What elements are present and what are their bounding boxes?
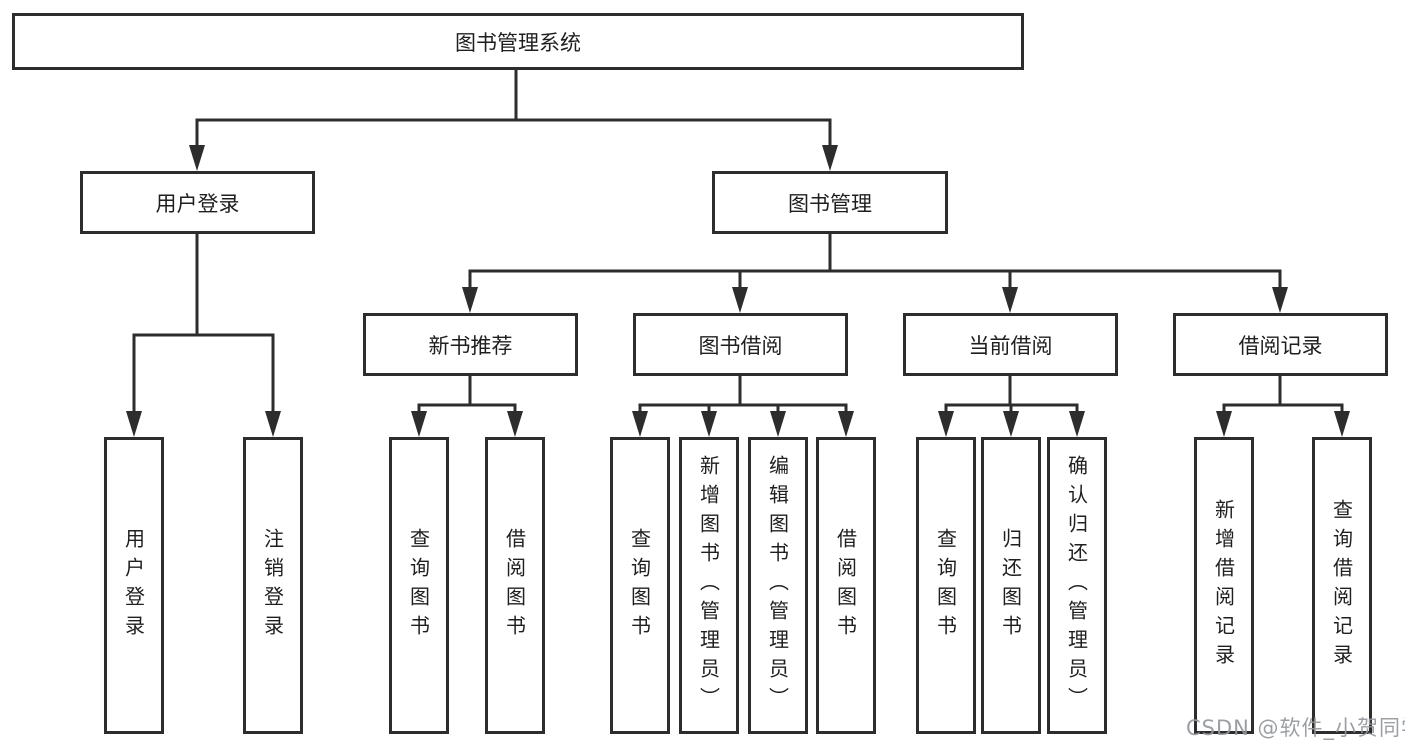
node-leaf-br-add-record: 新增借阅记录 (1194, 437, 1254, 734)
connector-userlogin-to-leaves (132, 233, 275, 416)
node-label: 借阅记录 (1238, 333, 1323, 358)
arrow-down-icon (507, 411, 523, 437)
arrow-down-icon (732, 287, 748, 313)
node-label: 新书推荐 (428, 333, 513, 358)
arrow-down-icon (1002, 287, 1018, 313)
csdn-watermark: CSDN @软件_小贺同学 (1186, 716, 1405, 740)
node-label: 图书管理系统 (455, 30, 581, 55)
node-label: 图书借阅 (698, 333, 783, 358)
node-label: 查询借阅记录 (1329, 498, 1354, 673)
node-label: 编辑图书（管理员） (765, 455, 790, 716)
node-book-borrow: 图书借阅 (633, 313, 848, 376)
arrow-down-icon (462, 287, 478, 313)
node-root: 图书管理系统 (12, 13, 1024, 70)
node-label: 归还图书 (998, 527, 1023, 644)
node-leaf-user-login: 用户登录 (104, 437, 164, 734)
node-label: 借阅图书 (502, 527, 527, 644)
arrow-down-icon (1069, 411, 1085, 437)
node-leaf-cb-query-book: 查询图书 (916, 437, 976, 734)
arrow-down-icon (1216, 411, 1232, 437)
node-new-book-recommend: 新书推荐 (363, 313, 578, 376)
arrow-down-icon (822, 145, 838, 171)
connector-newbook-to-leaves (417, 375, 517, 416)
node-leaf-nb-borrow-book: 借阅图书 (485, 437, 545, 734)
node-label: 查询图书 (406, 527, 431, 644)
node-label: 注销登录 (260, 527, 285, 644)
node-user-login: 用户登录 (80, 171, 315, 234)
node-leaf-cb-confirm-return-admin: 确认归还（管理员） (1047, 437, 1107, 734)
arrow-down-icon (411, 411, 427, 437)
connector-root-to-level2 (195, 69, 832, 150)
node-current-borrow: 当前借阅 (903, 313, 1118, 376)
node-leaf-bb-query-book: 查询图书 (610, 437, 670, 734)
node-label: 当前借阅 (968, 333, 1053, 358)
arrow-down-icon (189, 145, 205, 171)
connector-currentborrow-to-leaves (944, 375, 1079, 416)
arrow-down-icon (701, 411, 717, 437)
node-leaf-br-query-record: 查询借阅记录 (1312, 437, 1372, 734)
connector-bookborrow-to-leaves (638, 375, 848, 416)
arrow-down-icon (938, 411, 954, 437)
node-label: 查询图书 (627, 527, 652, 644)
arrow-down-icon (632, 411, 648, 437)
node-leaf-bb-borrow-book: 借阅图书 (816, 437, 876, 734)
node-leaf-bb-edit-book-admin: 编辑图书（管理员） (748, 437, 808, 734)
node-leaf-cb-return-book: 归还图书 (981, 437, 1041, 734)
arrow-down-icon (265, 411, 281, 437)
node-borrow-record: 借阅记录 (1173, 313, 1388, 376)
node-label: 用户登录 (121, 527, 146, 644)
node-label: 借阅图书 (833, 527, 858, 644)
connector-borrowrecord-to-leaves (1222, 375, 1344, 416)
node-leaf-bb-add-book-admin: 新增图书（管理员） (679, 437, 739, 734)
node-label: 新增借阅记录 (1211, 498, 1236, 673)
arrow-down-icon (1272, 287, 1288, 313)
arrow-down-icon (770, 411, 786, 437)
node-book-management: 图书管理 (712, 171, 948, 234)
arrow-down-icon (1003, 411, 1019, 437)
node-label: 用户登录 (155, 191, 240, 216)
node-label: 图书管理 (788, 191, 872, 216)
arrow-down-icon (126, 411, 142, 437)
node-leaf-nb-query-book: 查询图书 (389, 437, 449, 734)
node-label: 确认归还（管理员） (1064, 455, 1089, 716)
arrow-down-icon (1334, 411, 1350, 437)
node-label: 新增图书（管理员） (696, 455, 721, 716)
connector-bookmgmt-to-level3 (468, 233, 1282, 292)
arrowheads (126, 145, 1350, 437)
node-label: 查询图书 (933, 527, 958, 644)
node-leaf-logout: 注销登录 (243, 437, 303, 734)
arrow-down-icon (838, 411, 854, 437)
